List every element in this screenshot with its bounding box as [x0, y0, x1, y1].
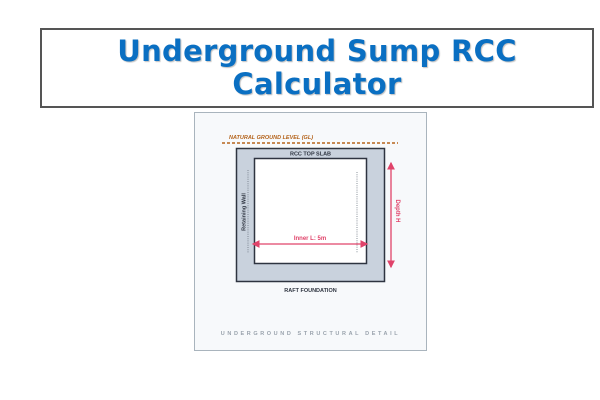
title-line-2: Calculator: [232, 67, 402, 101]
top-slab-label: RCC TOP SLAB: [290, 152, 331, 158]
inner-chamber: [253, 157, 368, 265]
ground-level-label: NATURAL GROUND LEVEL (GL): [229, 135, 313, 141]
retaining-wall-label: Retaining Wall: [242, 193, 248, 231]
title-banner: Underground Sump RCC Calculator: [40, 28, 594, 108]
raft-foundation-label: RAFT FOUNDATION: [284, 288, 336, 294]
inner-length-label: Inner L: 5m: [294, 236, 326, 242]
diagram-caption: UNDERGROUND STRUCTURAL DETAIL: [221, 331, 400, 337]
depth-label: Depth H: [394, 200, 400, 223]
title-line-1: Underground Sump RCC: [117, 34, 517, 68]
